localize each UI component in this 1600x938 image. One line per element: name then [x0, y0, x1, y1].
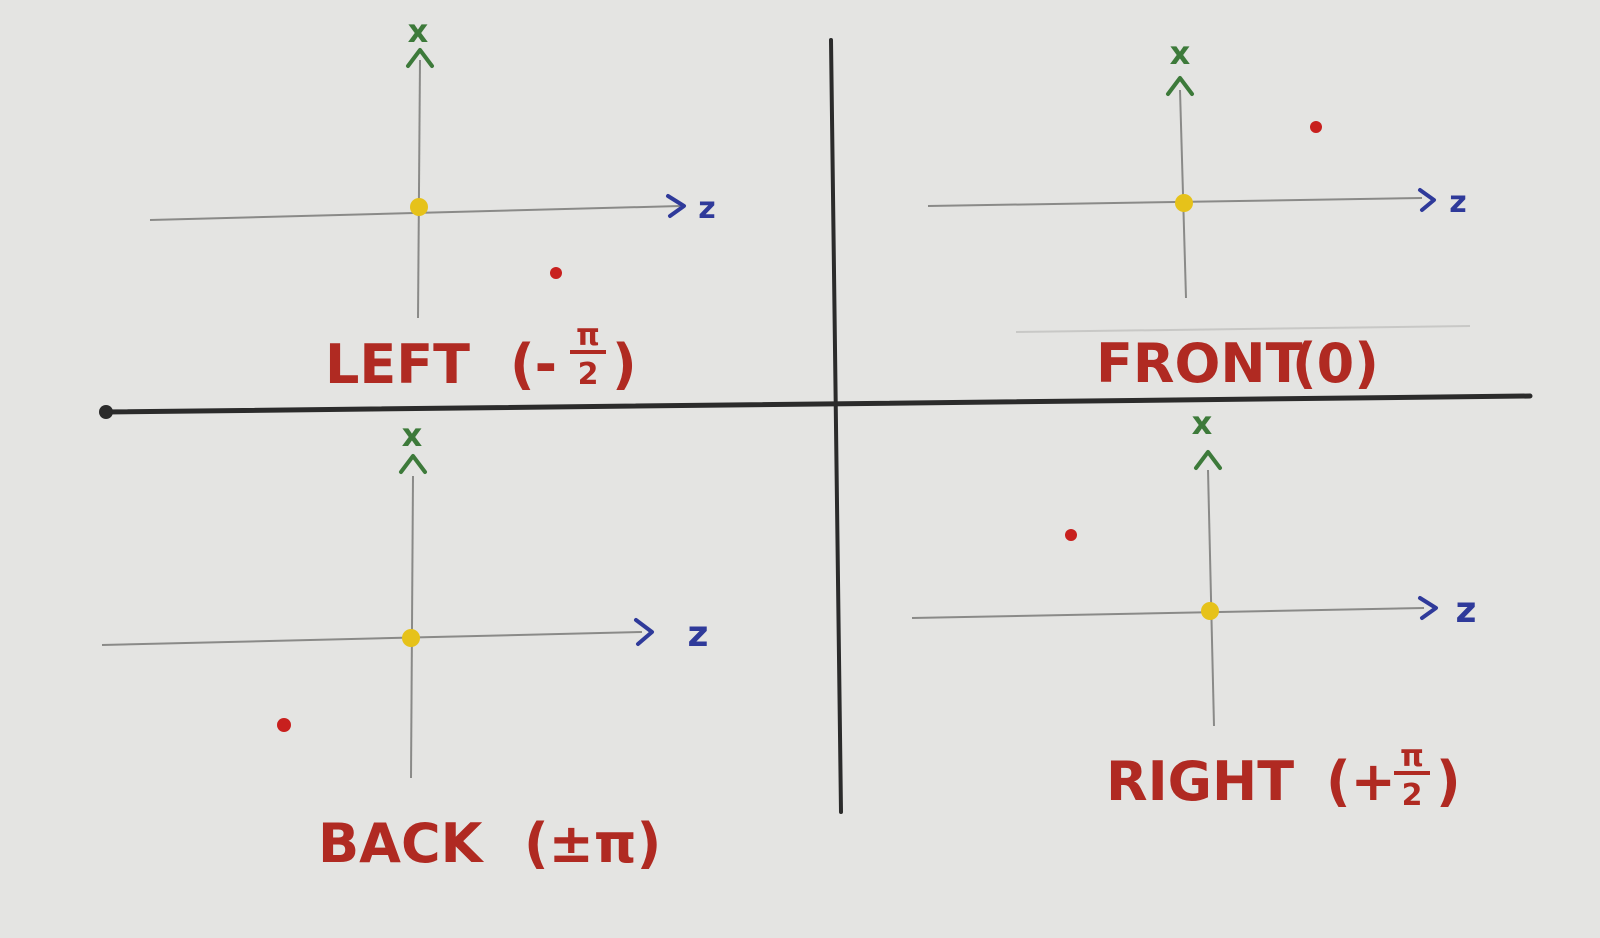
quadrant-right: x z RIGHT (+ π 2 ) — [911, 404, 1477, 813]
x-axis-label: x — [408, 12, 429, 50]
x-axis-arrowhead — [1166, 76, 1194, 96]
caption-name: RIGHT — [1106, 750, 1294, 813]
caption-name: FRONT — [1096, 332, 1303, 395]
caption-angle-suffix: ) — [612, 333, 637, 396]
origin-marker — [410, 198, 428, 216]
quadrant-left: x z LEFT (- π 2 ) — [149, 12, 716, 396]
data-point — [277, 718, 291, 732]
vertical-axis — [1207, 469, 1215, 727]
z-axis-arrowhead — [1418, 188, 1436, 212]
vertical-axis — [417, 59, 421, 319]
caption-name: BACK — [318, 812, 485, 875]
horizontal-axis — [101, 631, 643, 646]
horizontal-axis — [911, 607, 1425, 619]
caption-angle-numerator: π — [1400, 739, 1424, 774]
caption-name: LEFT — [325, 333, 470, 396]
quadrant-front: x z FRONT (0) — [927, 34, 1471, 395]
caption-angle-prefix: (+ — [1326, 750, 1396, 813]
data-point — [550, 267, 562, 279]
caption-angle-denominator: 2 — [1402, 778, 1423, 813]
caption: RIGHT (+ π 2 ) — [1106, 739, 1461, 813]
caption-angle-numerator: π — [576, 318, 600, 353]
origin-marker — [1201, 602, 1219, 620]
origin-marker — [1175, 194, 1193, 212]
caption: FRONT (0) — [1096, 332, 1379, 395]
vertical-axis — [410, 475, 414, 779]
x-axis-label: x — [402, 416, 423, 454]
z-axis-arrowhead — [1418, 596, 1438, 620]
vertical-divider — [829, 38, 843, 814]
z-axis-label: z — [1456, 590, 1477, 631]
faint-guide-line — [1015, 325, 1471, 333]
data-point — [1310, 121, 1322, 133]
z-axis-arrowhead — [666, 194, 686, 218]
x-axis-arrowhead — [1194, 450, 1222, 470]
z-axis-arrowhead — [634, 618, 654, 646]
caption-angle: (0) — [1292, 332, 1379, 395]
caption-angle-prefix: (- — [510, 333, 557, 396]
caption: LEFT (- π 2 ) — [325, 318, 637, 396]
origin-marker — [402, 629, 420, 647]
z-axis-label: z — [1449, 185, 1466, 220]
vertical-axis — [1179, 89, 1187, 299]
horizontal-axis — [927, 197, 1423, 207]
z-axis-label: z — [698, 191, 715, 226]
quadrant-back: x z BACK (±π) — [101, 416, 709, 875]
x-axis-arrowhead — [406, 48, 434, 68]
caption-angle-denominator: 2 — [578, 357, 599, 392]
x-axis-arrowhead — [399, 454, 427, 474]
divider-end-dot — [99, 405, 113, 419]
x-axis-label: x — [1170, 34, 1191, 72]
horizontal-divider — [103, 393, 1533, 415]
caption: BACK (±π) — [318, 812, 661, 875]
z-axis-label: z — [688, 614, 709, 655]
caption-angle: (±π) — [524, 812, 661, 875]
caption-angle-suffix: ) — [1436, 750, 1461, 813]
data-point — [1065, 529, 1077, 541]
x-axis-label: x — [1192, 404, 1213, 442]
